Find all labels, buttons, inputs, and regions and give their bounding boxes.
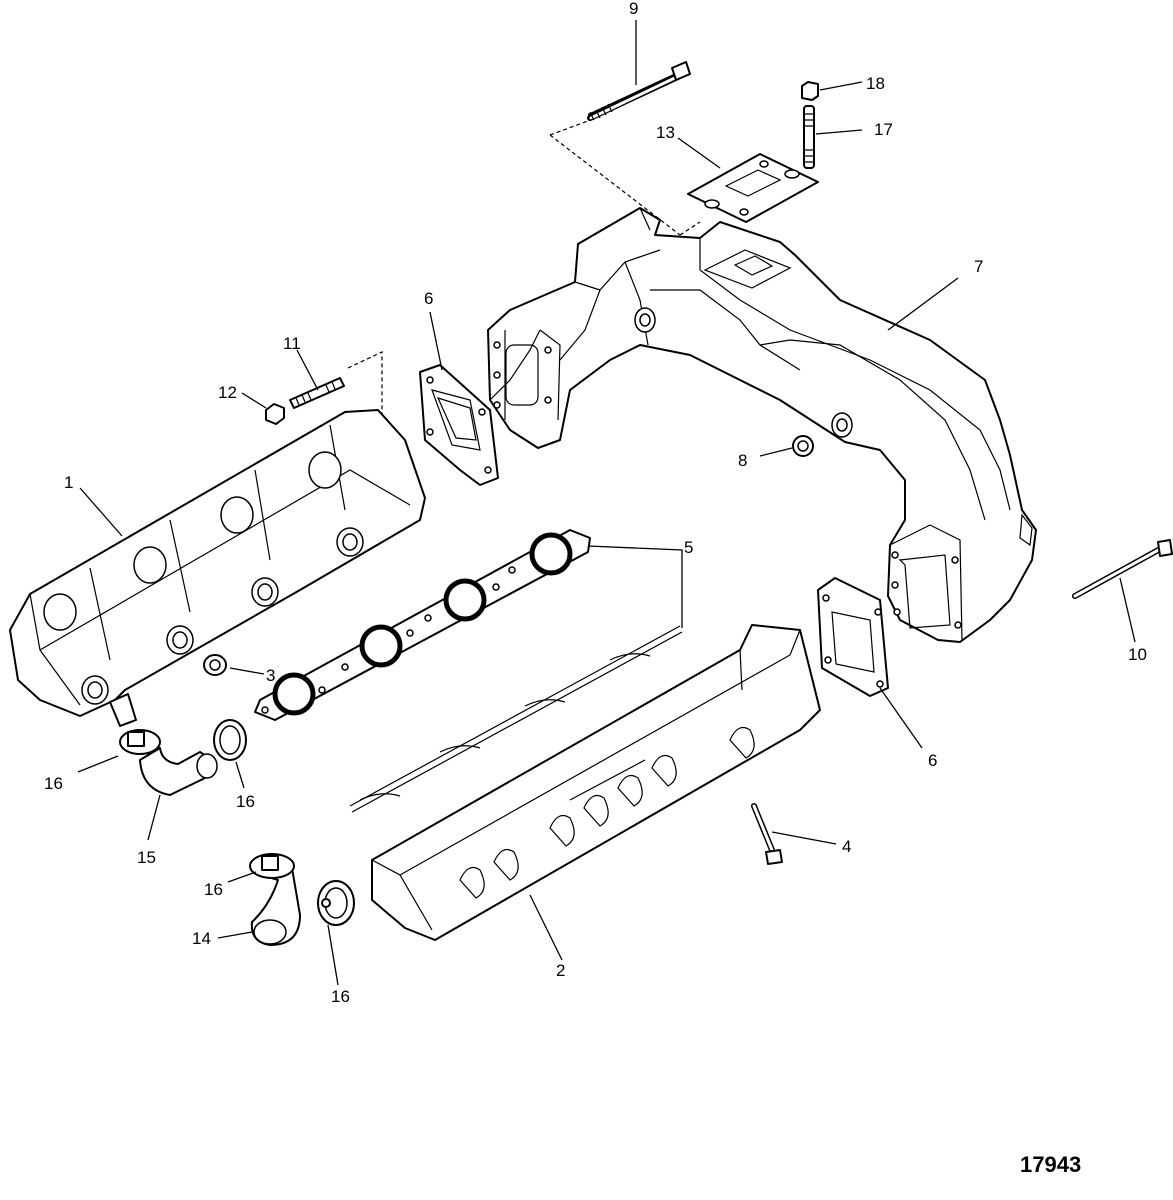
- callout-1: 1: [64, 473, 73, 492]
- callout-2: 2: [556, 961, 565, 980]
- part-9-bolt: [587, 61, 691, 121]
- part-5-gasket: [254, 529, 683, 813]
- part-15-hose: [139, 747, 218, 796]
- part-4-bolt: [751, 803, 783, 865]
- part-18-nut: [801, 81, 819, 101]
- part-10-bolt: [1072, 539, 1173, 599]
- callout-7: 7: [974, 257, 983, 276]
- callout-5: 5: [684, 538, 693, 557]
- callout-8: 8: [738, 451, 747, 470]
- callout-16-c: 16: [204, 880, 223, 899]
- callout-6-lower: 6: [928, 751, 937, 770]
- callout-6-upper: 6: [424, 289, 433, 308]
- callout-16-d: 16: [331, 987, 350, 1006]
- callout-9: 9: [629, 0, 638, 18]
- part-16-clamp-a: [119, 729, 161, 755]
- part-16-clamp-d: [317, 880, 355, 926]
- callout-10: 10: [1128, 645, 1147, 664]
- callout-15: 15: [137, 848, 156, 867]
- part-6-gasket-lower: [817, 577, 889, 697]
- part-11-stud: [289, 377, 345, 409]
- callout-17: 17: [874, 120, 893, 139]
- callout-14: 14: [192, 929, 211, 948]
- part-7-manifold: [487, 207, 1037, 643]
- callout-11: 11: [283, 334, 301, 353]
- part-17-stud: [803, 105, 815, 169]
- part-2-manifold: [371, 624, 821, 941]
- callout-16-b: 16: [236, 792, 255, 811]
- callout-4: 4: [842, 837, 851, 856]
- part-3-seal: [203, 654, 227, 676]
- part-16-clamp-c: [249, 853, 295, 879]
- callout-16-a: 16: [44, 774, 63, 793]
- callout-12: 12: [218, 383, 237, 402]
- callout-3: 3: [266, 666, 275, 685]
- figure-number: 17943: [1020, 1152, 1081, 1177]
- part-1-manifold: [9, 409, 426, 727]
- part-13-gasket: [687, 153, 819, 223]
- part-16-clamp-b: [213, 719, 247, 761]
- part-6-gasket-upper: [419, 364, 499, 486]
- callout-13: 13: [656, 123, 675, 142]
- part-14-hose: [250, 867, 301, 946]
- part-12-nut: [265, 403, 285, 425]
- part-8-seal: [792, 435, 814, 457]
- callout-18: 18: [866, 74, 885, 93]
